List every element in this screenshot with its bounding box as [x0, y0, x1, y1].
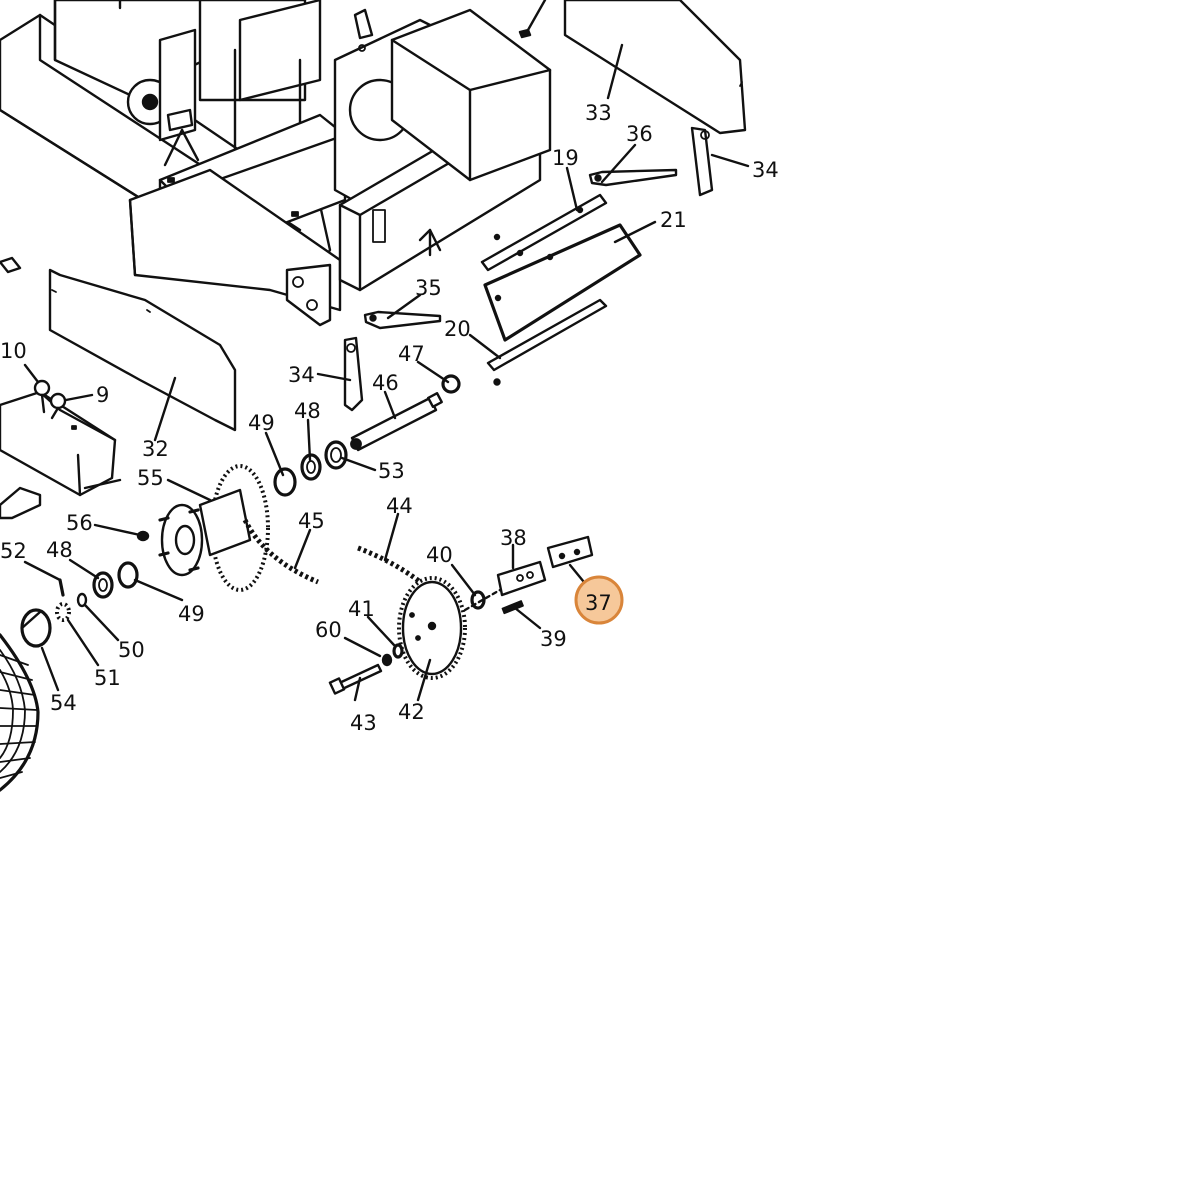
- side-panel-32: [48, 268, 237, 432]
- label-56: 56: [66, 511, 93, 535]
- highlight-marker-37[interactable]: [574, 575, 624, 625]
- label-39: 39: [540, 627, 567, 651]
- nut-51: [55, 602, 71, 622]
- washer-49-upper: [273, 467, 297, 497]
- label-50: 50: [118, 638, 145, 662]
- hubcap-54: [20, 608, 52, 648]
- label-45: 45: [298, 509, 325, 533]
- label-37: 37: [585, 591, 612, 615]
- chassis-frame: [0, 0, 552, 327]
- side-panel-33: [563, 0, 747, 135]
- dashed-axis-40: [463, 588, 502, 612]
- shaft-46: [350, 392, 443, 452]
- label-44: 44: [386, 494, 413, 518]
- label-10: 10: [0, 339, 27, 363]
- label-32: 32: [142, 437, 169, 461]
- chain-45: [242, 518, 319, 585]
- bolt-39: [501, 600, 524, 615]
- label-9: 9: [96, 383, 109, 407]
- label-40: 40: [426, 543, 453, 567]
- callout-labels: 33 36 34 19 21 35 20 34 47 46 10 9 32 49…: [0, 101, 779, 735]
- washer-49-lower: [117, 561, 139, 589]
- sprocket-42: [397, 576, 467, 680]
- label-48-lower: 48: [46, 538, 73, 562]
- control-bracket-10-9: [0, 379, 122, 497]
- bracket-34-left: [343, 336, 364, 412]
- label-35: 35: [415, 276, 442, 300]
- small-clip-top-left: [0, 256, 22, 274]
- label-47: 47: [398, 342, 425, 366]
- label-21: 21: [660, 208, 687, 232]
- label-19: 19: [552, 146, 579, 170]
- pin-52: [58, 578, 65, 597]
- bracket-36: [588, 168, 678, 187]
- label-36: 36: [626, 122, 653, 146]
- bolt-43: [328, 663, 383, 695]
- rail-20: [486, 298, 608, 386]
- label-42: 42: [398, 700, 425, 724]
- rear-hub-55: [158, 464, 270, 592]
- label-33: 33: [585, 101, 612, 125]
- label-51: 51: [94, 666, 121, 690]
- bracket-38: [496, 560, 547, 597]
- label-49-lower: 49: [178, 602, 205, 626]
- washer-60: [381, 653, 393, 667]
- label-55: 55: [137, 466, 164, 490]
- hub-clamp: [0, 486, 42, 520]
- label-53: 53: [378, 459, 405, 483]
- label-49-upper: 49: [248, 411, 275, 435]
- label-60: 60: [315, 618, 342, 642]
- label-54: 54: [50, 691, 77, 715]
- label-43: 43: [350, 711, 377, 735]
- bearing-48-upper: [300, 453, 322, 481]
- label-34-left: 34: [288, 363, 315, 387]
- label-38: 38: [500, 526, 527, 550]
- washer-41: [392, 643, 404, 659]
- rear-tire: [0, 633, 40, 792]
- leader-lines: [23, 43, 750, 702]
- washer-50: [76, 592, 88, 608]
- label-46: 46: [372, 371, 399, 395]
- label-48-upper: 48: [294, 399, 321, 423]
- plate-37: [546, 535, 594, 569]
- label-20: 20: [444, 317, 471, 341]
- bracket-35: [363, 310, 442, 330]
- rail-19: [480, 193, 608, 272]
- label-34-right: 34: [752, 158, 779, 182]
- plate-21: [483, 223, 642, 342]
- nut-47: [441, 374, 461, 394]
- label-41: 41: [348, 597, 375, 621]
- bracket-34-right: [690, 126, 714, 197]
- bearing-53: [324, 440, 348, 470]
- label-52: 52: [0, 539, 27, 563]
